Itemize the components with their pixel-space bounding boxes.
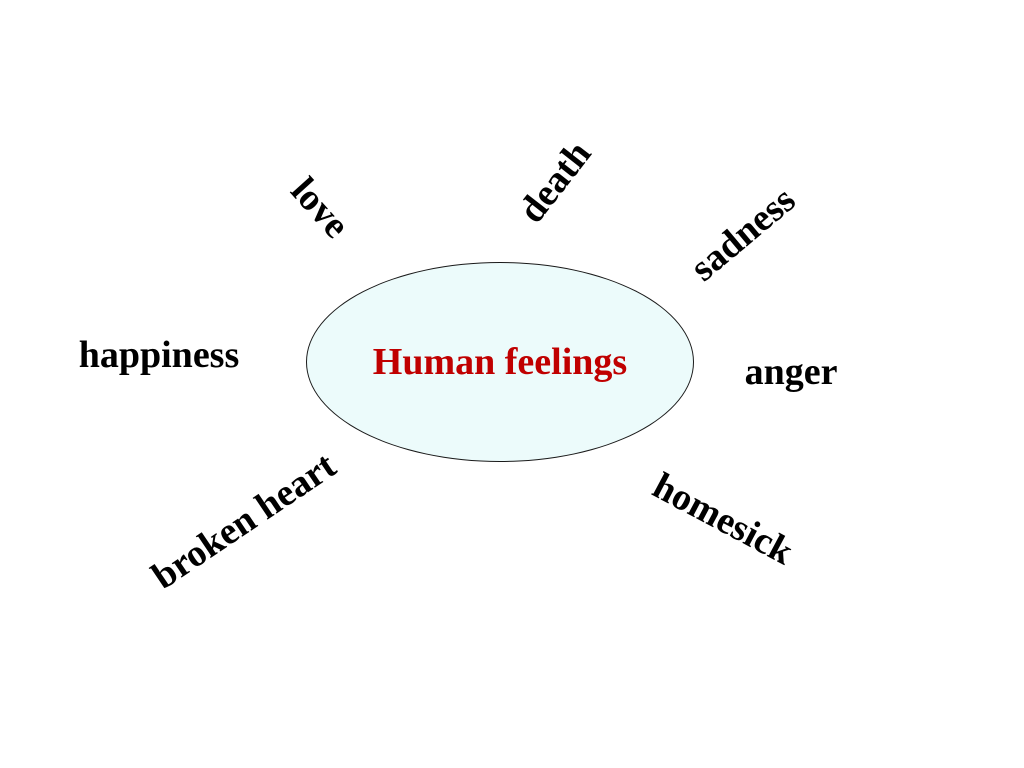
center-ellipse: Human feelings (306, 262, 694, 462)
word-anger: anger (744, 351, 838, 393)
center-label: Human feelings (372, 341, 628, 383)
word-death: death (510, 133, 600, 231)
word-love: love (282, 169, 358, 247)
word-happiness: happiness (78, 334, 240, 376)
word-homesick: homesick (646, 464, 800, 574)
word-sadness: sadness (682, 178, 804, 290)
word-broken-heart: broken heart (144, 444, 344, 598)
